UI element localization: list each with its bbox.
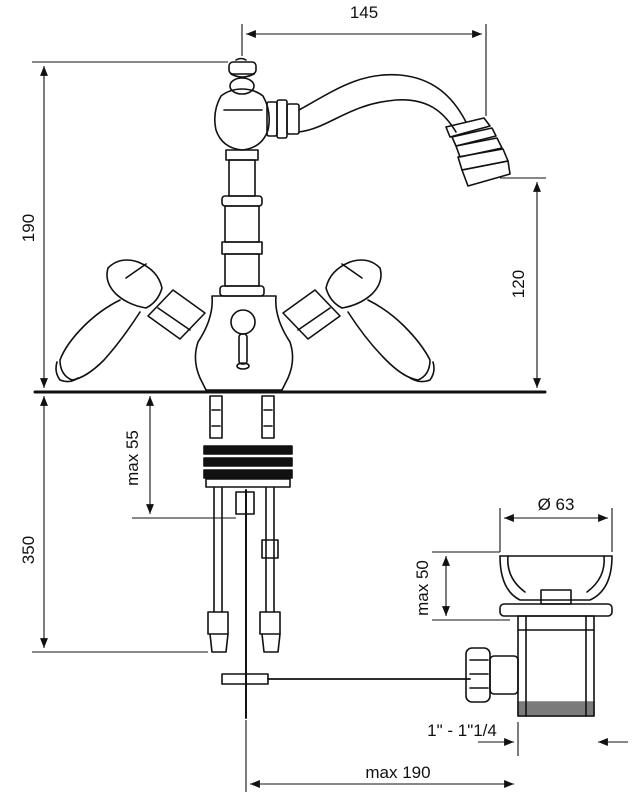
faucet-body [194, 57, 294, 391]
dim-thread-label: 1" - 1"1/4 [427, 721, 497, 740]
dim-max190-label: max 190 [365, 763, 430, 782]
dimension-labels: 145 190 120 max 55 350 Ø 63 max 50 1" - … [19, 3, 574, 782]
dim-190-label: 190 [19, 214, 38, 242]
dim-diameter63-label: Ø 63 [538, 495, 575, 514]
dim-max55-label: max 55 [123, 430, 142, 486]
left-handle [55, 259, 206, 383]
dim-145-label: 145 [350, 3, 378, 22]
right-handle [282, 259, 435, 383]
dim-max50-label: max 50 [413, 560, 432, 616]
dim-350-label: 350 [19, 536, 38, 564]
dimension-lines [32, 24, 628, 792]
popup-drain [465, 555, 613, 717]
underdeck-assembly [203, 395, 471, 719]
dim-120-label: 120 [509, 270, 528, 298]
spout [266, 73, 511, 187]
